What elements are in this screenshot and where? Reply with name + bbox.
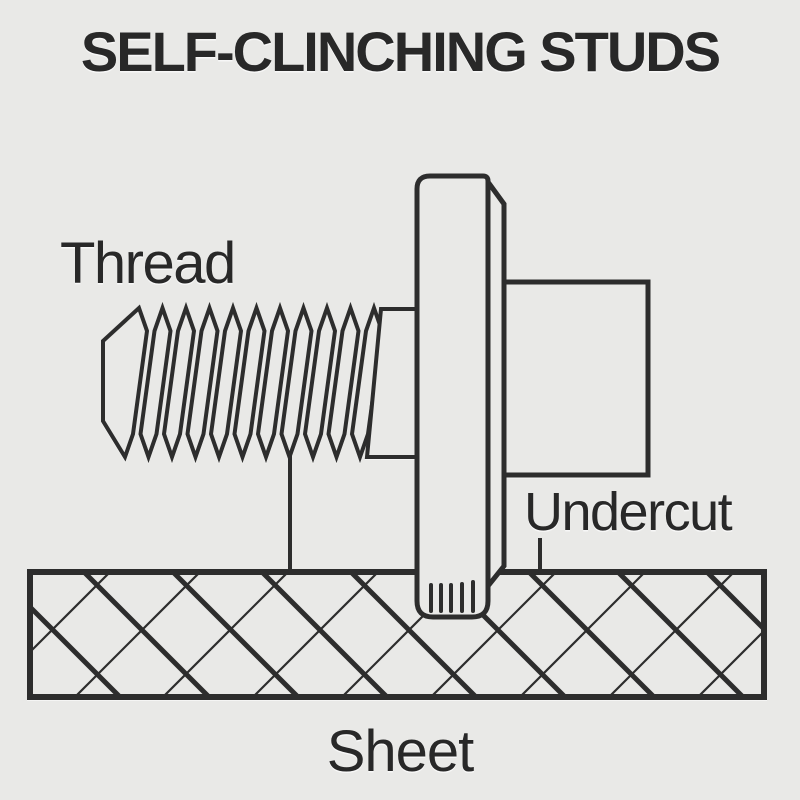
sheet-section xyxy=(27,569,767,700)
undercut-label: Undercut xyxy=(524,482,733,542)
thread-tooth xyxy=(208,301,244,464)
thread-section xyxy=(101,301,421,464)
sheet-crosshatch xyxy=(30,572,764,697)
thread-tooth xyxy=(161,301,197,464)
thread-tooth xyxy=(302,301,338,464)
sheet-outline xyxy=(27,569,767,700)
thread-tooth xyxy=(138,301,173,464)
sheet-label: Sheet xyxy=(326,719,475,784)
sheet-body xyxy=(30,572,764,697)
thread-nose xyxy=(101,304,150,462)
thread-tooth xyxy=(326,301,361,464)
thread-tooth xyxy=(185,301,220,464)
serrations xyxy=(429,580,475,613)
thread-label: Thread xyxy=(60,231,236,296)
thread-tooth xyxy=(279,301,314,464)
stud-head xyxy=(499,279,651,478)
flange-face xyxy=(414,173,491,620)
thread-tooth xyxy=(232,301,267,464)
page-title: SELF-CLINCHING STUDS xyxy=(80,20,721,83)
thread-tooth xyxy=(255,301,291,464)
